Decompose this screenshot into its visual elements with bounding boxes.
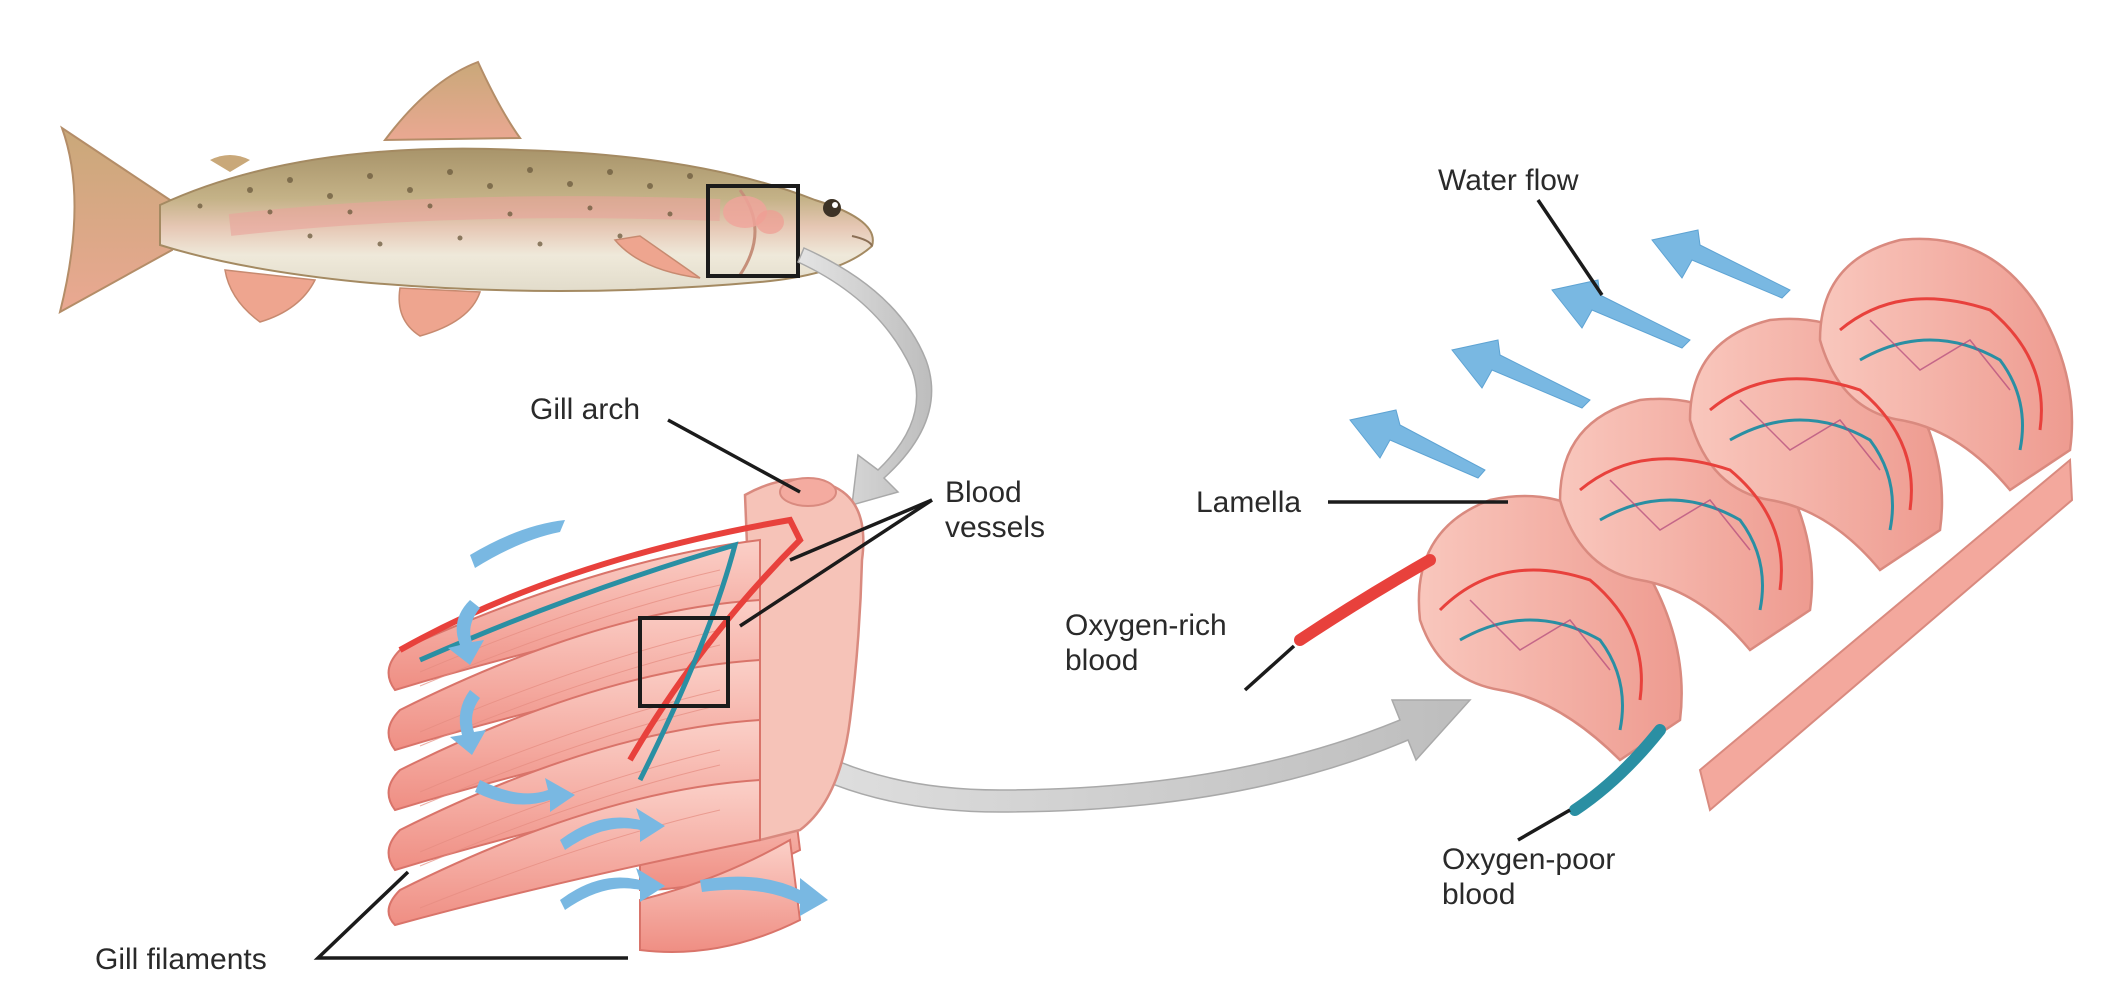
- anal-fin: [398, 287, 482, 337]
- leader-water-flow: [1536, 199, 1604, 296]
- leader-gill-filaments: [313, 870, 628, 960]
- gill-arch-structure: [387, 477, 865, 953]
- pectoral-fin: [613, 235, 701, 279]
- water-flow-arrows-left: [448, 520, 828, 916]
- label-gill-filaments: Gill filaments: [95, 943, 267, 976]
- label-water-flow: Water flow: [1438, 164, 1579, 197]
- label-lamella: Lamella: [1196, 486, 1302, 519]
- leader-oxygen-poor: [1517, 808, 1571, 842]
- label-oxygen-rich-blood: Oxygen-rich blood: [1065, 608, 1227, 678]
- leader-lines: [313, 199, 1604, 960]
- leader-gill-arch: [667, 418, 801, 494]
- pelvic-fin: [224, 269, 317, 323]
- dorsal-fin: [382, 60, 522, 142]
- label-blood-vessels-line1: Blood: [945, 476, 1022, 509]
- zoom-arrow-1: [797, 247, 933, 507]
- lamellae-detail: [1294, 229, 2074, 816]
- filament-highlight-box: [638, 616, 730, 708]
- fish-eye: [823, 199, 841, 217]
- label-oxygen-poor-blood: Oxygen-poor blood: [1442, 842, 1615, 912]
- zoom-arrow-2: [709, 678, 1472, 813]
- oxygen-rich-vessel: [398, 516, 804, 762]
- label-oxygen-poor-line2: blood: [1442, 878, 1516, 911]
- fish-tail: [58, 125, 174, 314]
- label-oxygen-rich-line1: Oxygen-rich: [1065, 609, 1227, 642]
- gill-highlight-box: [706, 184, 800, 278]
- trout-fish: [58, 60, 874, 337]
- leader-blood-vessels-2: [739, 498, 933, 628]
- leader-oxygen-rich: [1243, 644, 1296, 692]
- oxygen-rich-tube: [1294, 554, 1436, 646]
- label-gill-arch: Gill arch: [530, 393, 641, 426]
- lamellae-base: [1698, 457, 2074, 812]
- label-blood-vessels-line2: vessels: [945, 511, 1046, 544]
- water-flow-arrows-right: [1349, 229, 1791, 479]
- label-blood-vessels: Blood vessels: [945, 475, 1045, 545]
- label-oxygen-rich-line2: blood: [1065, 644, 1139, 677]
- oxygen-poor-vessel: [418, 541, 739, 782]
- leader-blood-vessels-1: [789, 498, 933, 562]
- oxygen-poor-tube: [1569, 724, 1666, 816]
- label-oxygen-poor-line1: Oxygen-poor: [1442, 843, 1616, 876]
- fish-body: [159, 147, 874, 292]
